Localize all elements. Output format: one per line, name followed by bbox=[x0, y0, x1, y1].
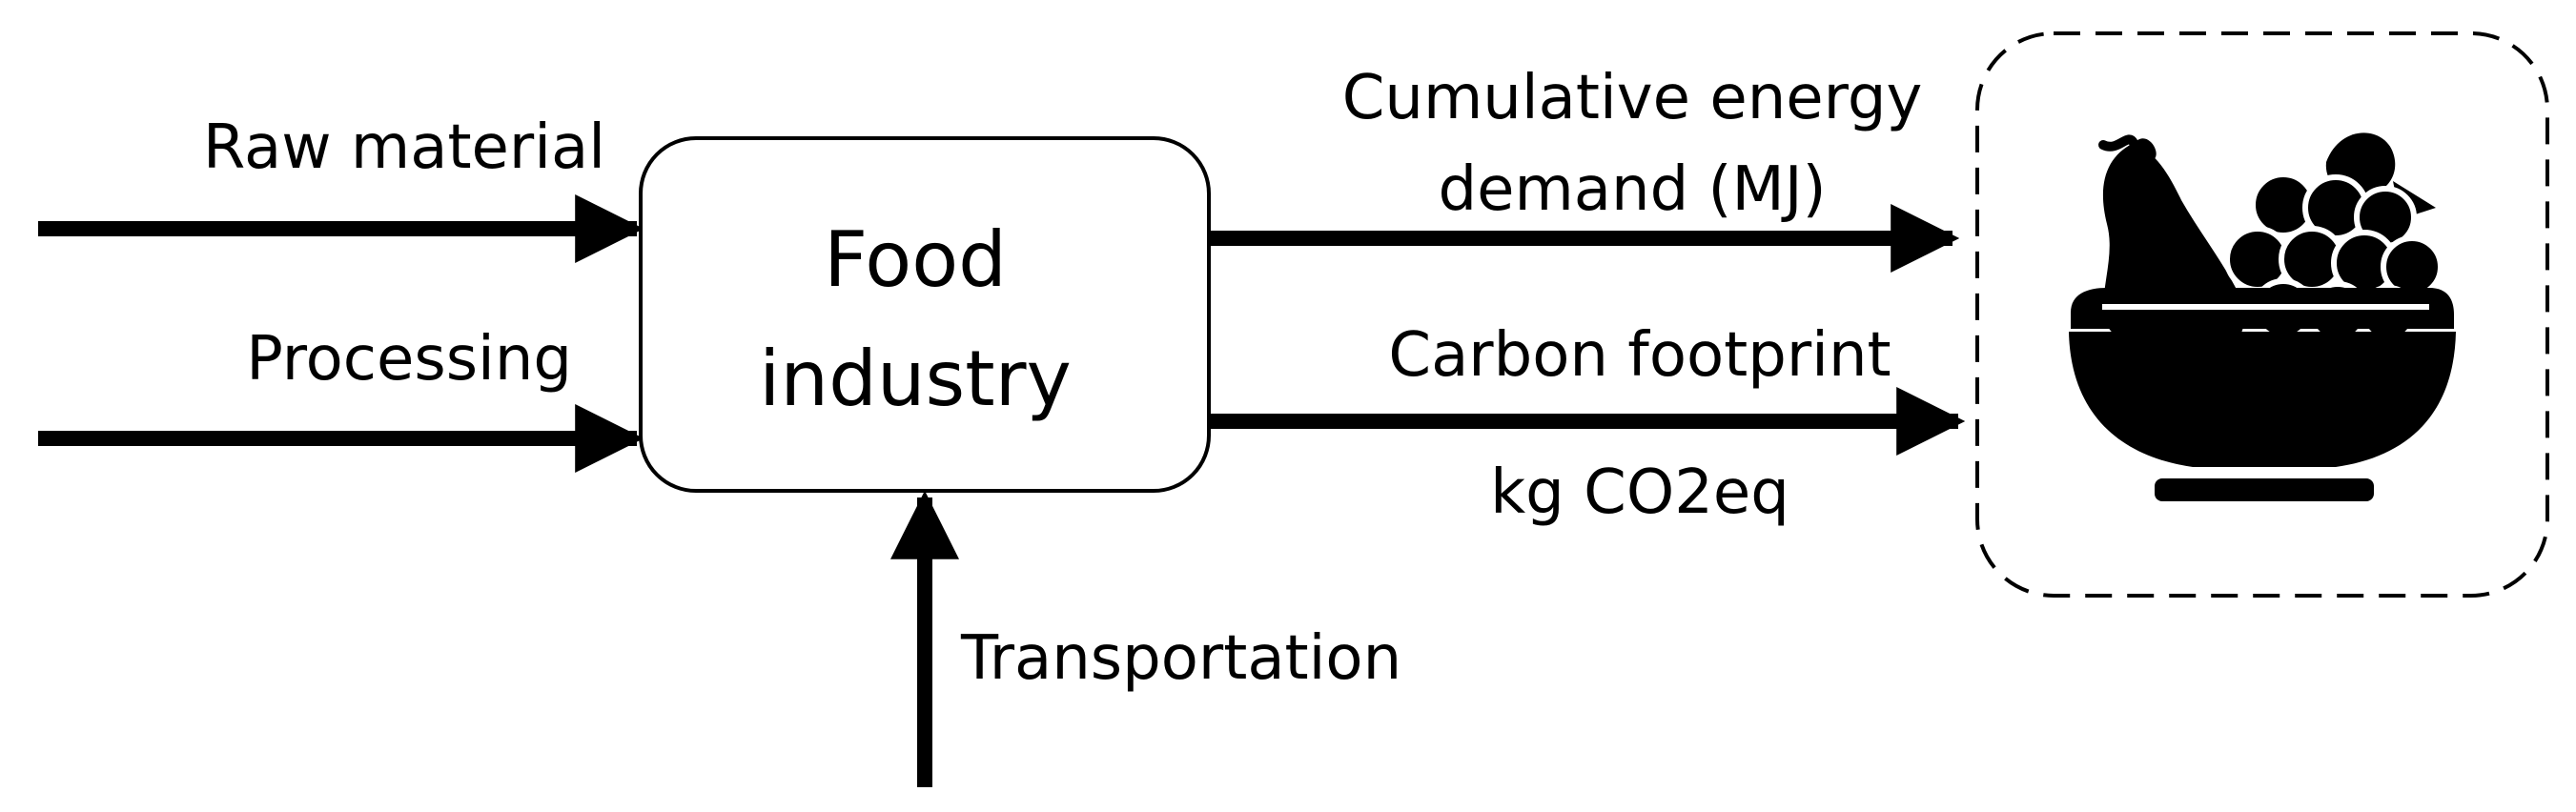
carbon-footprint-label-line2: kg CO2eq bbox=[1490, 457, 1789, 528]
processing-label: Processing bbox=[246, 324, 572, 395]
carbon-footprint-label-line1: Carbon footprint bbox=[1388, 320, 1891, 391]
energy-demand-label-line2: demand (MJ) bbox=[1438, 154, 1826, 225]
food-industry-label-line2: industry bbox=[759, 335, 1072, 423]
fruit-bowl-icon bbox=[2069, 132, 2456, 501]
product-container bbox=[1975, 31, 2549, 598]
transportation-label: Transportation bbox=[960, 623, 1401, 694]
food-industry-box bbox=[639, 136, 1211, 493]
energy-demand-label-line1: Cumulative energy bbox=[1342, 63, 1923, 133]
food-industry-label-line1: Food bbox=[824, 215, 1007, 304]
raw-material-label: Raw material bbox=[203, 112, 605, 183]
